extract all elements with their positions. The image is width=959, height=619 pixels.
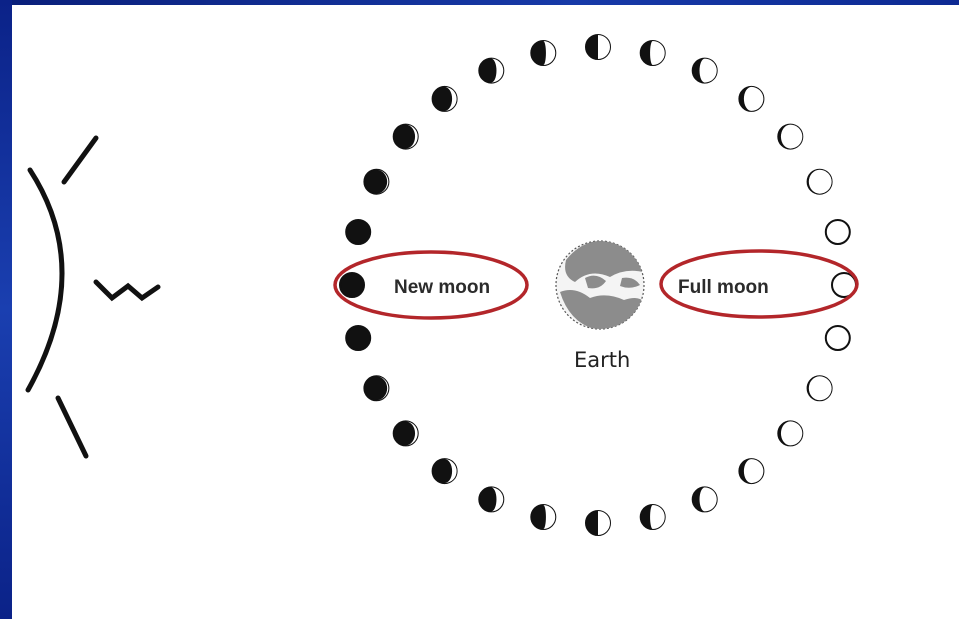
moon-phase-icon <box>364 170 388 194</box>
moon-phase-icon <box>778 421 802 445</box>
moon-phase-icon <box>693 487 717 511</box>
moon-phase-icon <box>586 35 610 59</box>
moon-phase-icon <box>693 59 717 83</box>
moon-phase-icon <box>826 326 850 350</box>
moon-phase-icon <box>346 220 370 244</box>
sun-ray-middle <box>96 282 158 298</box>
sun-arc <box>28 170 62 390</box>
moon-phase-icon <box>739 87 763 111</box>
sun-ray-lower <box>58 398 86 456</box>
moon-phase-icon <box>808 170 832 194</box>
moon-phase-icon <box>394 125 418 149</box>
moon-phase-icon <box>433 87 457 111</box>
moon-phase-icon <box>826 220 850 244</box>
earth-label: Earth <box>574 348 630 372</box>
moon-phase-icon <box>808 376 832 400</box>
moon-phase-icon <box>394 421 418 445</box>
moon-phase-icon <box>531 505 555 529</box>
sun-rays-icon <box>28 138 158 456</box>
moon-phase-icon <box>586 511 610 535</box>
moon-phase-icon <box>340 273 364 297</box>
new-moon-label: New moon <box>394 277 490 298</box>
moon-phase-icon <box>433 459 457 483</box>
moon-phase-icon <box>778 125 802 149</box>
sun-ray-upper <box>64 138 96 182</box>
moon-phase-icon <box>479 487 503 511</box>
earth-globe-icon <box>556 240 646 330</box>
moon-phase-icon <box>641 41 665 65</box>
moon-phase-icon <box>364 376 388 400</box>
moon-phase-icon <box>739 459 763 483</box>
moon-phase-icon <box>479 59 503 83</box>
full-moon-label: Full moon <box>678 277 769 298</box>
moon-phase-icon <box>641 505 665 529</box>
moon-phase-icon <box>531 41 555 65</box>
moon-phase-icon <box>346 326 370 350</box>
